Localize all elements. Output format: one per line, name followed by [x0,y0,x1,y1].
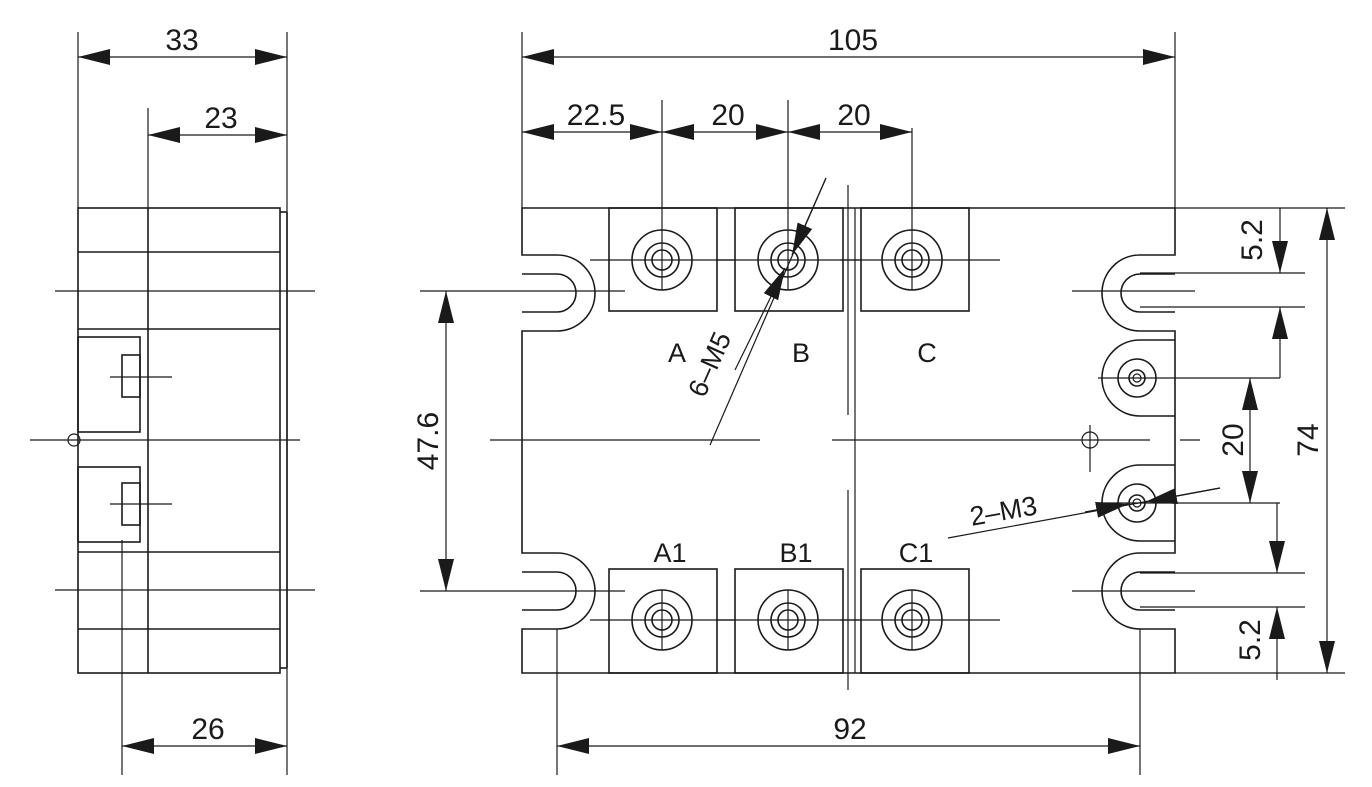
dim-offset-first: 22.5 [567,99,625,132]
label-terminal-b: B [792,338,810,368]
label-terminal-c: C [917,338,937,368]
dim-overall-length: 105 [828,24,878,57]
dim-side-bottom-width: 26 [191,713,224,746]
side-view: 33 23 26 [30,24,315,775]
dim-top-offset: 5.2 [1236,219,1269,261]
label-terminal-b1: B1 [779,538,812,568]
terminal-c [840,207,1000,312]
label-terminal-c1: C1 [899,538,934,568]
dim-terminal-row-spacing: 47.6 [412,412,445,470]
dim-side-body-width: 23 [204,102,237,135]
label-terminal-a1: A1 [653,538,686,568]
dim-pitch-ab: 20 [711,99,744,132]
terminal-c1 [840,568,1000,674]
dim-bottom-offset: 5.2 [1234,619,1267,661]
dim-height: 74 [1292,423,1325,456]
callout-m3-screws: 2–M3 [968,490,1040,531]
callout-m5-screws: 6–M5 [682,327,737,401]
dim-hole-spacing: 20 [1217,423,1250,456]
dim-mount-span: 92 [833,713,866,746]
front-view: A B C A1 B1 C1 105 22.5 20 20 92 74 [412,24,1345,775]
label-terminal-a: A [668,338,686,368]
dim-pitch-bc: 20 [837,99,870,132]
dim-side-overall-width: 33 [165,24,198,57]
